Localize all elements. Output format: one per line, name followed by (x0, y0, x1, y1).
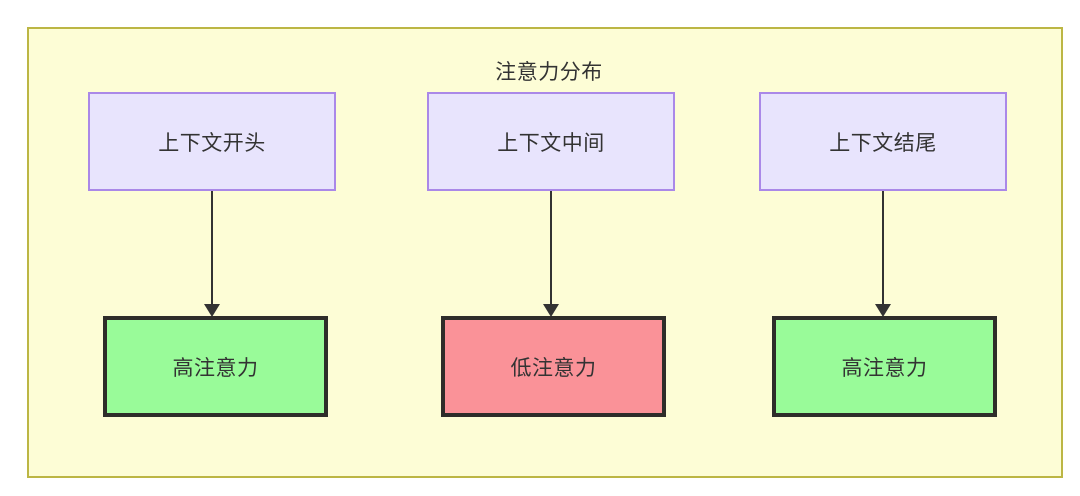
node-context-middle-label: 上下文中间 (497, 131, 605, 155)
node-context-start-label: 上下文开头 (158, 131, 266, 155)
node-high-attention-start[interactable]: 高注意力 (103, 316, 328, 417)
node-context-start[interactable]: 上下文开头 (88, 92, 336, 191)
edge-line-middle-to-low (550, 191, 552, 308)
node-context-middle[interactable]: 上下文中间 (427, 92, 675, 191)
arrow-down-icon-start (204, 304, 220, 317)
node-context-end-label: 上下文结尾 (829, 131, 937, 155)
subgraph-title: 注意力分布 (495, 61, 603, 84)
edge-line-end-to-high (882, 191, 884, 308)
node-low-attention-middle-label: 低注意力 (510, 356, 597, 380)
arrow-down-icon-middle (543, 304, 559, 317)
node-high-attention-start-label: 高注意力 (172, 356, 259, 380)
node-context-end[interactable]: 上下文结尾 (759, 92, 1007, 191)
edge-line-start-to-high (211, 191, 213, 308)
node-high-attention-end[interactable]: 高注意力 (772, 316, 997, 417)
node-low-attention-middle[interactable]: 低注意力 (441, 316, 666, 417)
node-high-attention-end-label: 高注意力 (841, 356, 928, 380)
arrow-down-icon-end (875, 304, 891, 317)
